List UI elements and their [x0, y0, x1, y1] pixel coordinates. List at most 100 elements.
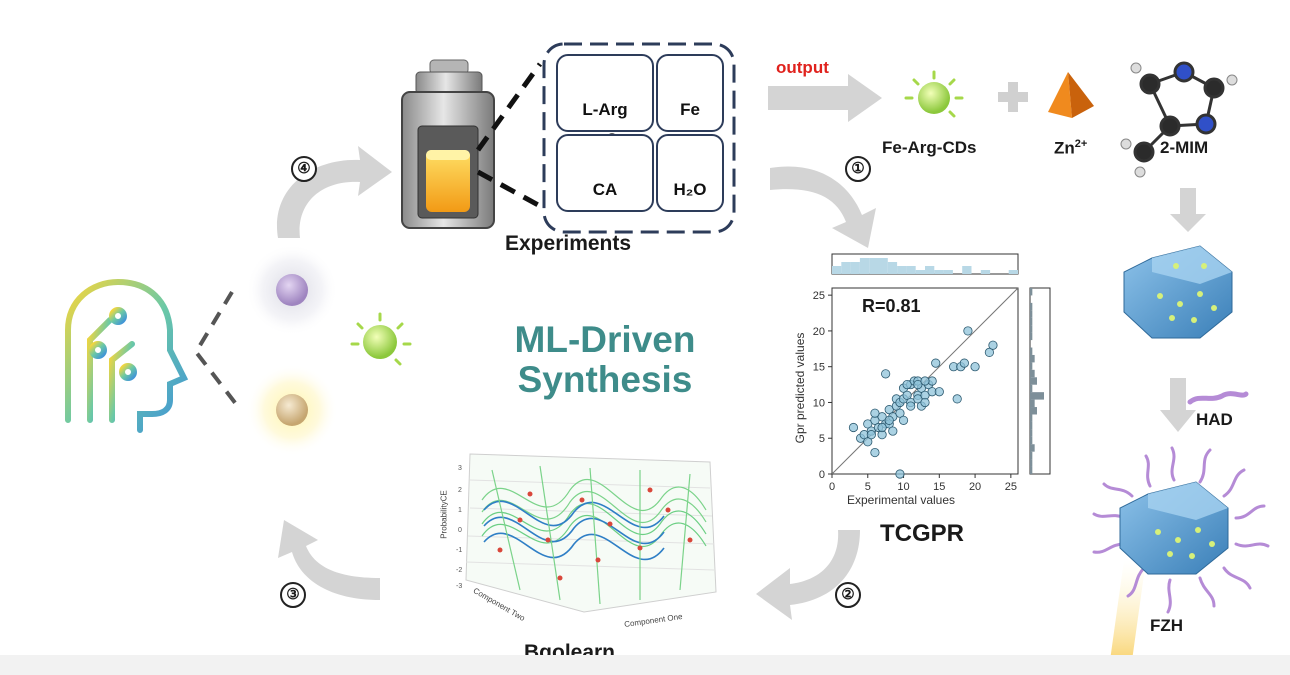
y-tick-label: 20 — [813, 326, 825, 338]
scatter-point — [934, 387, 944, 397]
reagent-label-fe: Fe — [680, 100, 700, 119]
x-tick-label: 10 — [897, 481, 909, 493]
scatter-point — [895, 408, 905, 418]
zn-pyramid-icon — [1048, 72, 1094, 118]
right-histogram-bar — [1030, 317, 1033, 326]
top-histogram-bar — [878, 258, 888, 274]
right-histogram-bar — [1030, 347, 1033, 355]
svg-text:1: 1 — [458, 507, 462, 514]
top-histogram — [831, 253, 1019, 275]
zn-label: Zn2+ — [1054, 138, 1087, 159]
scatter-point — [870, 447, 880, 458]
right-histogram — [1029, 287, 1051, 475]
reagent-box — [542, 42, 736, 234]
svg-text:2: 2 — [458, 487, 462, 494]
right-histogram-bar — [1030, 354, 1035, 363]
right-histogram-bar — [1030, 332, 1033, 341]
right-histogram-bar — [1030, 302, 1033, 311]
zn-charge: 2+ — [1074, 138, 1088, 150]
reagent-cell-water: H₂O — [656, 134, 724, 212]
scatter-point — [888, 426, 898, 436]
svg-text:-3: -3 — [456, 583, 462, 590]
scatter-point — [902, 379, 912, 390]
top-histogram-bar — [850, 262, 860, 274]
step-1-marker: ① — [845, 156, 871, 182]
output-arrow — [768, 74, 882, 122]
x-tick-label: 5 — [865, 481, 871, 493]
scatter-point — [898, 415, 909, 425]
had-polymer-icon — [1187, 391, 1249, 405]
plus-icon — [998, 82, 1028, 112]
scatter-point — [920, 397, 930, 408]
top-histogram-bar — [980, 270, 991, 274]
scatter-point — [848, 422, 859, 433]
x-tick-label: 15 — [933, 481, 945, 493]
right-histogram-bar — [1030, 310, 1033, 318]
right-histogram-bar — [1030, 399, 1035, 408]
right-histogram-bar — [1030, 392, 1044, 400]
experiments-label: Experiments — [505, 232, 632, 255]
zn-label-text: Zn — [1054, 138, 1075, 158]
y-tick-label: 0 — [819, 469, 825, 481]
ai-head-icon — [59, 278, 189, 433]
green-particle — [350, 312, 412, 366]
y-tick-label: 5 — [819, 433, 825, 445]
scatter-point — [863, 437, 873, 447]
right-histogram-bar — [1030, 288, 1033, 296]
reactor-icon — [401, 59, 495, 229]
right-histogram-bar — [1030, 421, 1033, 430]
scatter-point — [884, 415, 894, 425]
scatter-point — [963, 326, 973, 336]
title-line-2: Synthesis — [517, 359, 693, 400]
reactor-connector — [475, 62, 543, 209]
top-histogram-bar — [934, 270, 944, 274]
y-tick-label: 15 — [813, 362, 825, 374]
y-tick-label: 10 — [813, 397, 825, 409]
right-histogram-bar — [1030, 444, 1035, 452]
right-histogram-bar — [1030, 325, 1033, 333]
svg-text:3: 3 — [458, 465, 462, 472]
scatter-point — [988, 340, 998, 350]
top-histogram-bar — [1008, 270, 1018, 274]
y-tick-label: 25 — [813, 290, 825, 302]
step-3-marker: ③ — [280, 582, 306, 608]
right-histogram-bar — [1030, 384, 1033, 393]
scatter-point — [895, 469, 905, 479]
had-label: HAD — [1196, 410, 1233, 429]
down-arrow-had — [1160, 378, 1196, 432]
mim-molecule-icon — [1120, 61, 1238, 178]
top-histogram-bar — [962, 266, 972, 274]
correlation-annotation: R=0.81 — [862, 296, 921, 316]
right-histogram-bar — [1030, 369, 1035, 378]
cycle-arrow-1 — [770, 166, 876, 248]
x-tick-label: 0 — [829, 481, 835, 493]
down-arrow-mim — [1170, 188, 1206, 232]
tcgpr-label: TCGPR — [880, 520, 964, 547]
top-histogram-bar — [832, 266, 842, 274]
scatter-point — [877, 422, 887, 433]
right-histogram-bar — [1030, 407, 1037, 415]
right-histogram-bar — [1030, 362, 1033, 370]
right-histogram-bar — [1030, 436, 1033, 445]
cycle-arrow-4 — [276, 146, 392, 238]
reagent-cell-ca: CA — [556, 134, 654, 212]
zif-crystal-icon — [1123, 245, 1233, 339]
tan-particle — [276, 394, 308, 426]
top-histogram-bar — [906, 266, 916, 274]
top-histogram-bar — [859, 258, 870, 274]
scatter-point — [902, 390, 912, 400]
fzh-label: FZH — [1150, 616, 1184, 635]
scatter-point — [959, 358, 969, 368]
step-2-marker: ② — [835, 582, 861, 608]
top-histogram-bar — [915, 270, 925, 274]
scatter-point — [952, 394, 962, 404]
right-histogram-bar — [1030, 377, 1037, 385]
main-title: ML-Driven Synthesis — [490, 320, 720, 400]
reagent-label-water: H₂O — [673, 180, 707, 199]
scatter-point — [863, 419, 873, 429]
svg-text:0: 0 — [458, 527, 462, 534]
reagent-cell-l-arg: L-Arg — [556, 54, 654, 132]
